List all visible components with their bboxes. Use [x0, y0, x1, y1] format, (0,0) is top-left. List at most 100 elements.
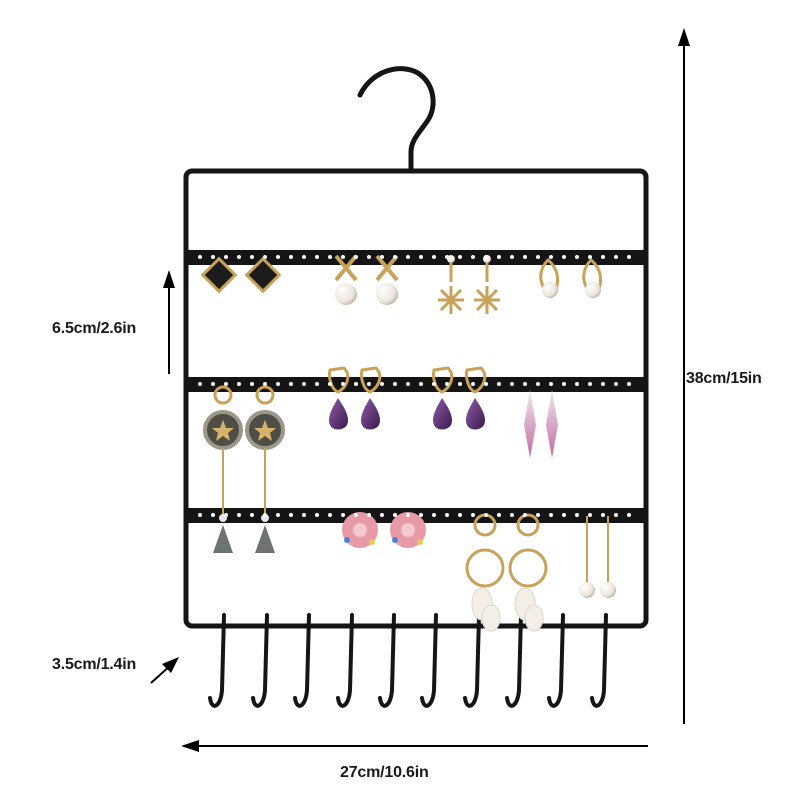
- bar-hole: [419, 513, 423, 517]
- bar-hole: [432, 513, 436, 517]
- hook: [208, 613, 226, 708]
- bar-hole: [276, 255, 280, 259]
- bar-hole: [380, 513, 384, 517]
- bar-hole: [198, 513, 202, 517]
- bar-hole: [484, 255, 488, 259]
- bar-hole: [250, 513, 254, 517]
- bar-hole: [497, 382, 501, 386]
- bar-hole: [432, 255, 436, 259]
- hook: [505, 613, 523, 708]
- hook-length-arrow: [150, 657, 179, 684]
- bar-hole: [341, 255, 345, 259]
- bar-hole: [471, 382, 475, 386]
- bar-hole: [523, 513, 527, 517]
- snowflake-drop-earring: [438, 255, 464, 314]
- bar-hole: [575, 255, 579, 259]
- bar-hole: [549, 513, 553, 517]
- bar-hole: [419, 382, 423, 386]
- bar-hole: [484, 513, 488, 517]
- bar-hole: [250, 382, 254, 386]
- bar-hole: [198, 382, 202, 386]
- total-height-label: 38cm/15in: [686, 370, 762, 387]
- earring-bar-middle: [188, 377, 644, 392]
- bar-hole: [354, 382, 358, 386]
- bar-hole: [224, 255, 228, 259]
- ring-feather-earring: [508, 513, 548, 632]
- bar-hole: [263, 255, 267, 259]
- pink-flower-earring: [342, 512, 378, 548]
- bar-hole: [315, 513, 319, 517]
- bar-hole: [588, 255, 592, 259]
- leaf-pearl-earring: [539, 257, 559, 298]
- earrings-row-bottom: [342, 512, 616, 632]
- purple-drop-earring: [328, 366, 350, 430]
- bar-hole: [328, 513, 332, 517]
- hook: [251, 613, 269, 708]
- width-label: 27cm/10.6in: [340, 764, 429, 781]
- square-stud-earring: [200, 256, 238, 294]
- bar-hole: [497, 255, 501, 259]
- hook: [336, 613, 354, 708]
- bar-hole: [315, 382, 319, 386]
- bar-hole: [250, 255, 254, 259]
- star-hoop-tassel-earring: [203, 385, 243, 553]
- bar-hole: [445, 255, 449, 259]
- bar-hole: [276, 513, 280, 517]
- bar-hole: [627, 255, 631, 259]
- bar-hole: [289, 382, 293, 386]
- bar-hole: [380, 255, 384, 259]
- width-arrow: [181, 740, 648, 752]
- square-stud-earring: [244, 256, 282, 294]
- hook: [420, 613, 438, 708]
- bar-hole: [419, 255, 423, 259]
- bar-hole: [263, 382, 267, 386]
- bar-hole: [562, 513, 566, 517]
- total-height-arrow: [678, 28, 690, 724]
- bar-hole: [536, 513, 540, 517]
- bar-hole: [211, 382, 215, 386]
- bar-hole: [627, 513, 631, 517]
- bar-hole: [354, 255, 358, 259]
- bar-hole: [523, 255, 527, 259]
- organizer-frame: [183, 168, 649, 629]
- bar-holes: [198, 255, 631, 517]
- bar-hole: [471, 513, 475, 517]
- purple-drop-earring: [360, 366, 382, 430]
- bar-hole: [237, 255, 241, 259]
- bar-spacing-label: 6.5cm/2.6in: [52, 320, 137, 337]
- ring-feather-earring: [465, 513, 505, 632]
- bar-hole: [328, 255, 332, 259]
- bar-hole: [367, 513, 371, 517]
- bar-hole: [445, 382, 449, 386]
- bar-hole: [315, 255, 319, 259]
- bar-hole: [302, 513, 306, 517]
- bar-hole: [380, 382, 384, 386]
- bar-hole: [549, 255, 553, 259]
- bar-hole: [211, 255, 215, 259]
- bar-hole: [237, 513, 241, 517]
- bar-hole: [237, 382, 241, 386]
- bar-hole: [328, 382, 332, 386]
- bar-hole: [289, 255, 293, 259]
- bar-hole: [341, 382, 345, 386]
- star-hoop-tassel-earring: [245, 385, 285, 553]
- bar-hole: [289, 513, 293, 517]
- bar-hole: [458, 382, 462, 386]
- bar-hole: [614, 382, 618, 386]
- bar-hole: [224, 382, 228, 386]
- hook: [547, 613, 565, 708]
- bar-hole: [367, 255, 371, 259]
- bar-hole: [614, 513, 618, 517]
- bar-hole: [601, 513, 605, 517]
- bar-hole: [614, 255, 618, 259]
- bar-hole: [432, 382, 436, 386]
- pink-flower-earring: [390, 512, 426, 548]
- bar-hole: [575, 513, 579, 517]
- bar-hole: [393, 255, 397, 259]
- bar-hole: [341, 513, 345, 517]
- bar-hole: [406, 382, 410, 386]
- bow-pearl-earring: [375, 254, 399, 305]
- bar-hole: [276, 382, 280, 386]
- bar-hole: [601, 255, 605, 259]
- bar-hole: [458, 513, 462, 517]
